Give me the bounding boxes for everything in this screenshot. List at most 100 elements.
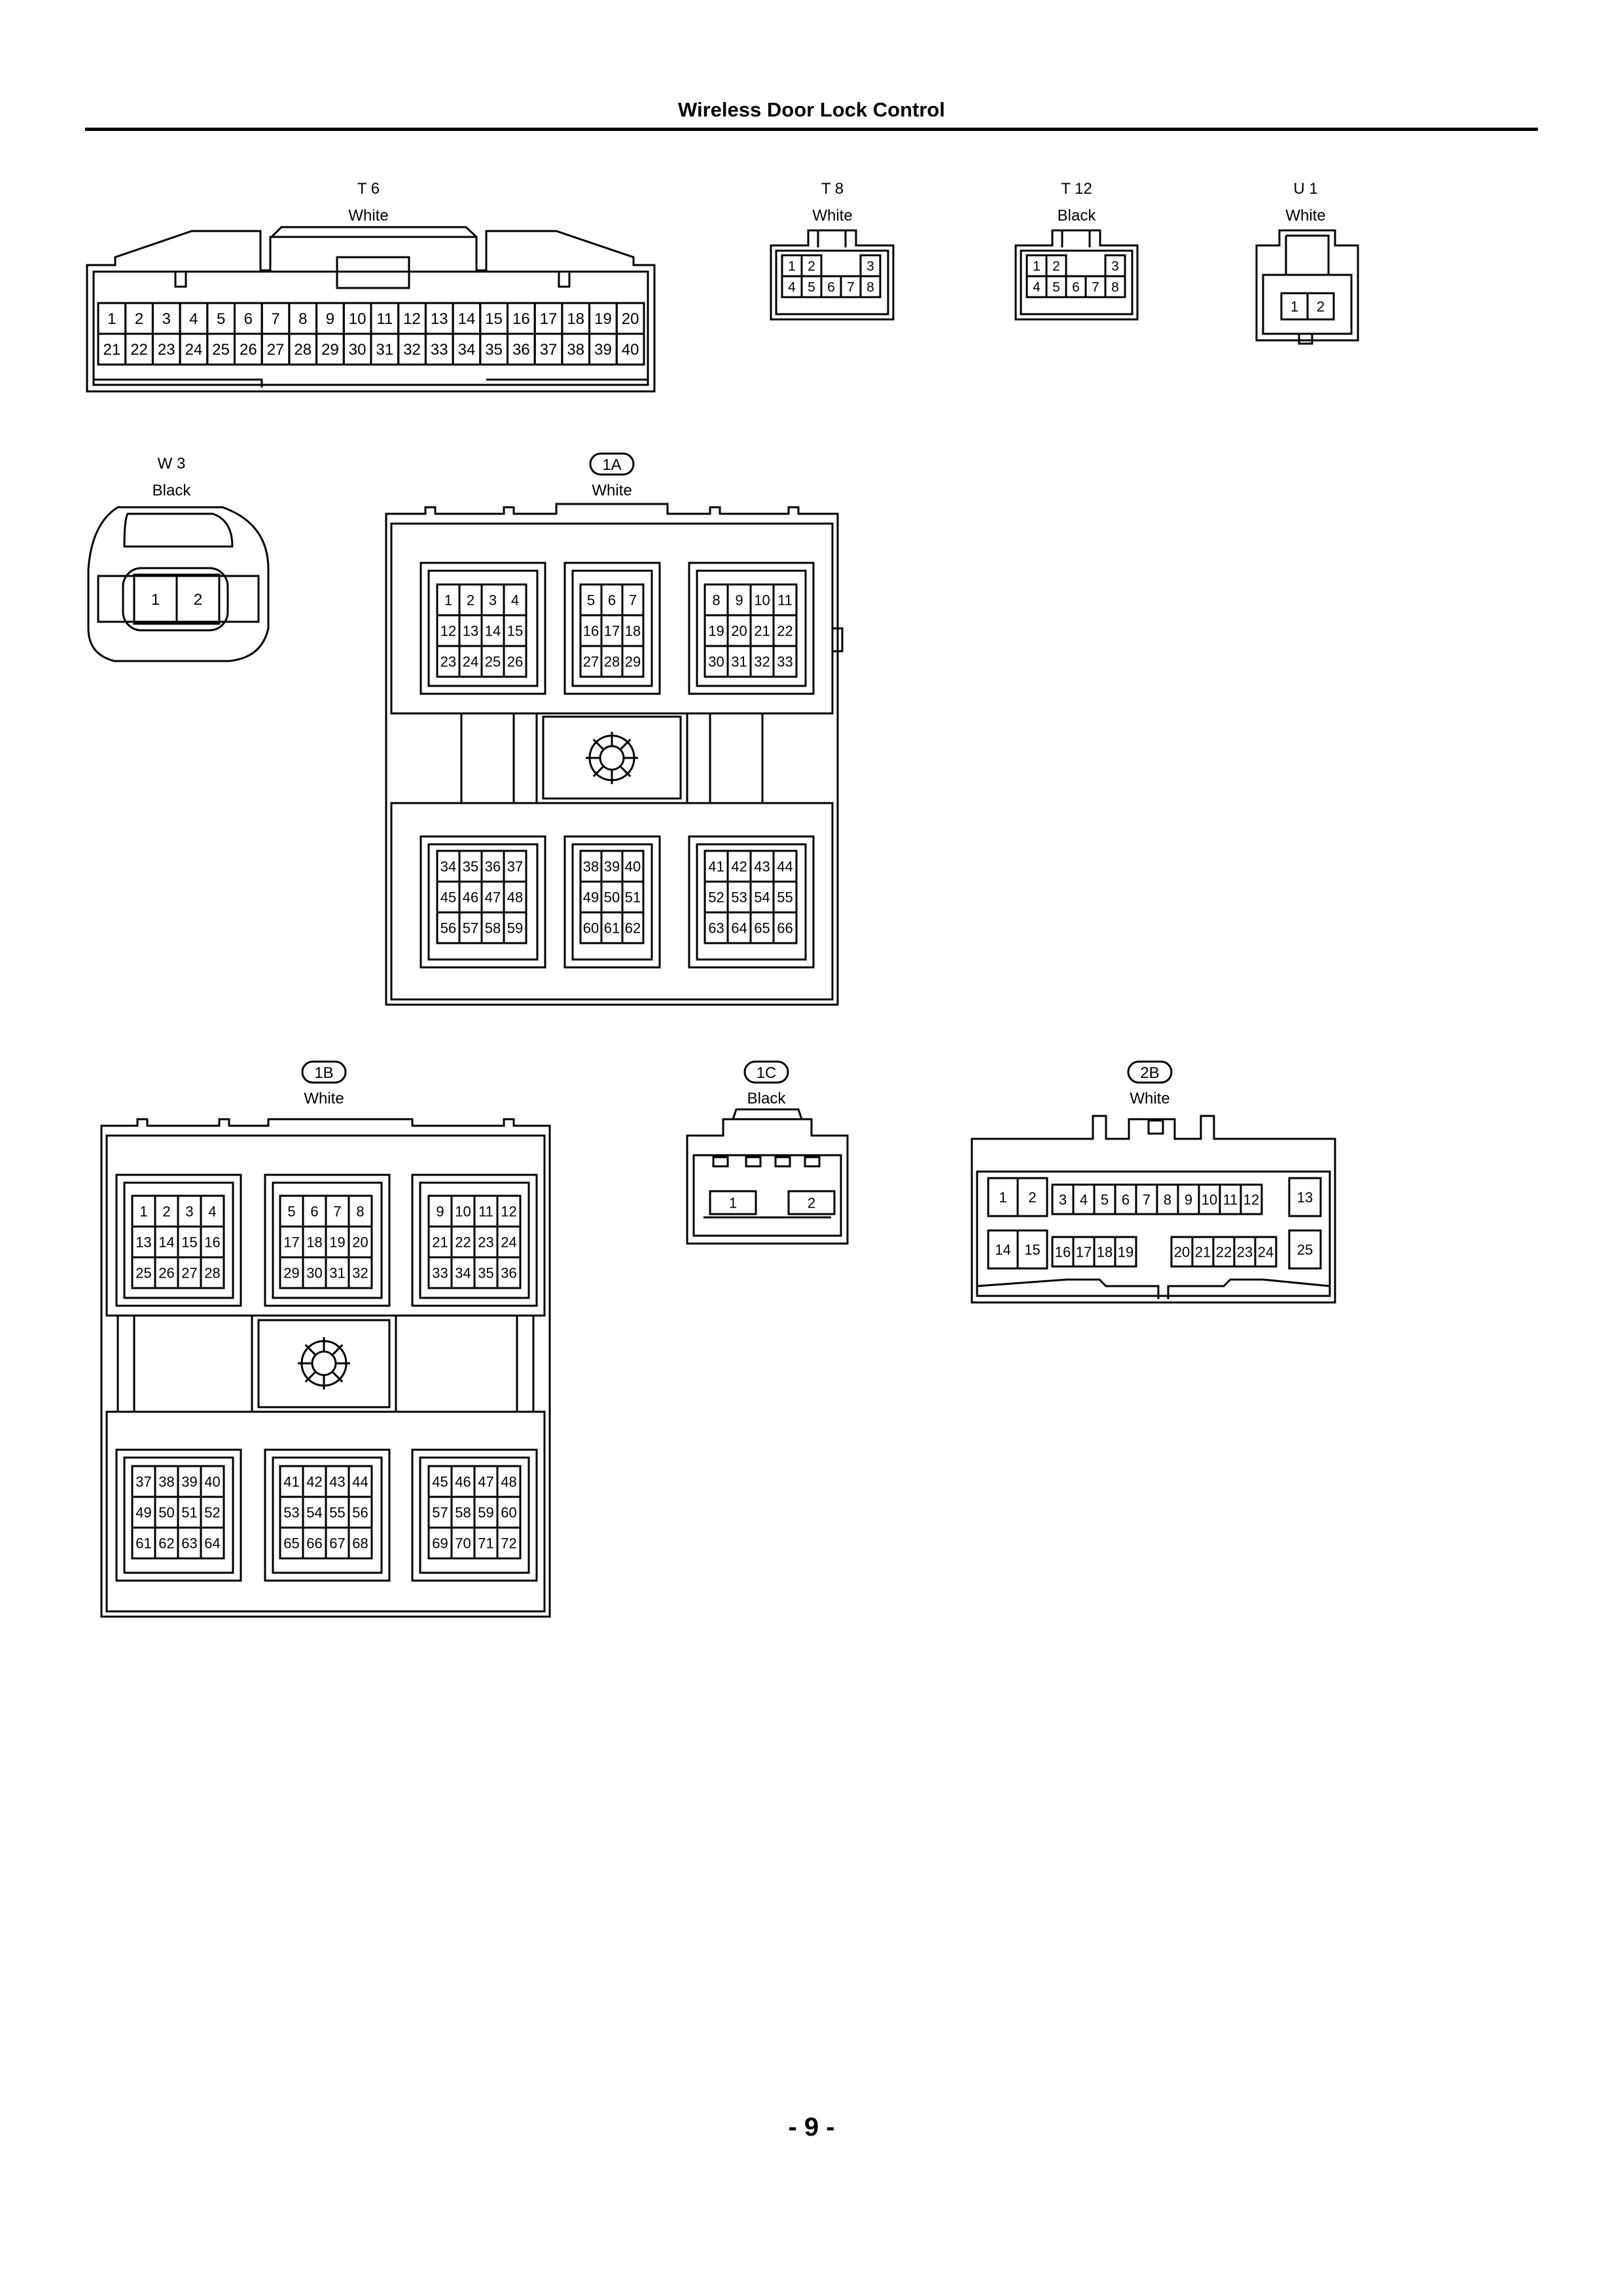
c1a-pin-number: 27 — [583, 653, 599, 670]
c2b-pin-cell — [1240, 1183, 1263, 1215]
t8-pin-number: 7 — [847, 280, 855, 295]
t6-pin-number: 15 — [485, 310, 503, 328]
c1b-pin-cell — [200, 1526, 225, 1560]
c1b-pin-number: 33 — [432, 1265, 448, 1281]
c1a-pin-number: 25 — [485, 653, 501, 670]
c1a-pin-number: 36 — [485, 858, 501, 874]
c1b-pin-number: 59 — [478, 1504, 493, 1520]
c2b-pin-number: 19 — [1118, 1244, 1133, 1260]
c1b-latch-spoke — [331, 1371, 344, 1383]
c1a-cavity — [419, 835, 546, 969]
c1b-pin-number: 45 — [432, 1473, 448, 1490]
t12-pin-number: 5 — [1052, 280, 1060, 295]
c1a-pin-number: 54 — [754, 889, 770, 905]
c1a-pin-number: 41 — [708, 858, 724, 874]
c1a-cavity — [419, 562, 546, 695]
c1b-pin-number: 5 — [287, 1203, 295, 1219]
c2b-pin-cell — [1114, 1236, 1137, 1268]
w3-pin-number: 2 — [194, 591, 202, 609]
c1b-pin-number: 13 — [135, 1234, 151, 1250]
c1a-cavity-inner — [427, 843, 539, 961]
c1b-pin-number: 72 — [501, 1535, 516, 1551]
connector-t12-color: Black — [1058, 207, 1097, 224]
c1b-pin-number: 12 — [501, 1203, 516, 1219]
t6-pin-number: 16 — [512, 310, 530, 328]
c1a-pin-number: 12 — [440, 622, 456, 639]
c1a-pin-number: 53 — [731, 889, 747, 905]
c1c-pin-number: 1 — [729, 1194, 737, 1211]
c1a-pin-number: 16 — [583, 622, 599, 639]
c1a-pin-number: 22 — [777, 622, 793, 639]
c2b-pin-number: 12 — [1243, 1191, 1259, 1208]
connector-1a-color: White — [592, 482, 632, 499]
connector-w3-housing — [87, 506, 270, 662]
t6-pin-number: 1 — [107, 310, 116, 328]
c1a-pin-cell — [503, 911, 527, 944]
c1a-pin-cell — [503, 645, 527, 678]
t6-pin-number: 28 — [294, 341, 312, 359]
c1a-pin-number: 43 — [754, 858, 770, 874]
t6-pin-number: 20 — [622, 310, 639, 328]
c1b-pin-number: 14 — [158, 1234, 174, 1250]
t8-pin-number: 1 — [788, 259, 796, 274]
c1a-pin-number: 56 — [440, 920, 456, 936]
t8-pin-cell — [859, 275, 882, 298]
c1a-pin-number: 15 — [507, 622, 523, 639]
c1a-pin-number: 4 — [511, 592, 519, 608]
c1b-pin-number: 39 — [181, 1473, 197, 1490]
c1a-pin-number: 7 — [629, 592, 637, 608]
c1a-pin-number: 47 — [485, 889, 501, 905]
c1b-pin-number: 66 — [306, 1535, 322, 1551]
c1b-pin-number: 44 — [352, 1473, 368, 1490]
c1b-pin-number: 52 — [204, 1504, 220, 1520]
c1a-cavity — [563, 562, 661, 695]
c1a-pin-number: 61 — [604, 920, 620, 936]
t8-pin-number: 2 — [808, 259, 815, 274]
c2b-pin-cell — [1016, 1229, 1048, 1270]
c1b-pin-number: 27 — [181, 1265, 197, 1281]
c1b-pin-number: 35 — [478, 1265, 493, 1281]
t12-pin-number: 4 — [1033, 280, 1041, 295]
t6-pin-number: 39 — [594, 341, 612, 359]
c1b-pin-number: 38 — [158, 1473, 174, 1490]
c1b-pin-number: 70 — [455, 1535, 471, 1551]
c1a-pin-number: 5 — [587, 592, 595, 608]
c1b-pin-number: 51 — [181, 1504, 197, 1520]
c2b-pin-number: 15 — [1024, 1242, 1040, 1258]
c1b-pin-number: 29 — [283, 1265, 299, 1281]
c1b-pin-cell — [496, 1526, 522, 1560]
c1b-pin-number: 37 — [135, 1473, 151, 1490]
connector-t8-code: T 8 — [821, 180, 844, 198]
t6-pin-number: 2 — [135, 310, 143, 328]
c1b-pin-number: 54 — [306, 1504, 322, 1520]
c2b-pin-number: 14 — [995, 1242, 1010, 1258]
c1a-pin-number: 6 — [608, 592, 616, 608]
c1b-cavity-inner — [419, 1456, 530, 1574]
t6-pin-number: 4 — [189, 310, 198, 328]
t12-pin-number: 1 — [1033, 259, 1041, 274]
connector-1a-housing — [385, 503, 839, 1006]
c1a-pin-number: 2 — [467, 592, 474, 608]
c1a-pin-number: 60 — [583, 920, 599, 936]
c1b-pin-number: 55 — [329, 1504, 345, 1520]
connector-1c-housing — [686, 1118, 849, 1245]
c1b-cavity-inner — [419, 1181, 530, 1299]
c1b-pin-number: 17 — [283, 1234, 299, 1250]
c1b-pin-number: 60 — [501, 1504, 516, 1520]
connector-1b-housing — [100, 1118, 551, 1618]
c1b-pin-number: 28 — [204, 1265, 220, 1281]
c1b-pin-number: 26 — [158, 1265, 174, 1281]
c1b-pin-number: 24 — [501, 1234, 516, 1250]
c1a-cavity-inner — [696, 843, 807, 961]
connector-1a-code-badge — [589, 452, 635, 476]
t6-pin-number: 33 — [431, 341, 448, 359]
c1a-pin-number: 44 — [777, 858, 793, 874]
c2b-pin-number: 20 — [1174, 1244, 1190, 1260]
c1a-pin-number: 1 — [444, 592, 452, 608]
c1b-pin-number: 62 — [158, 1535, 174, 1551]
c1b-pin-cell — [348, 1526, 373, 1560]
c1a-cavity-inner — [571, 569, 653, 687]
